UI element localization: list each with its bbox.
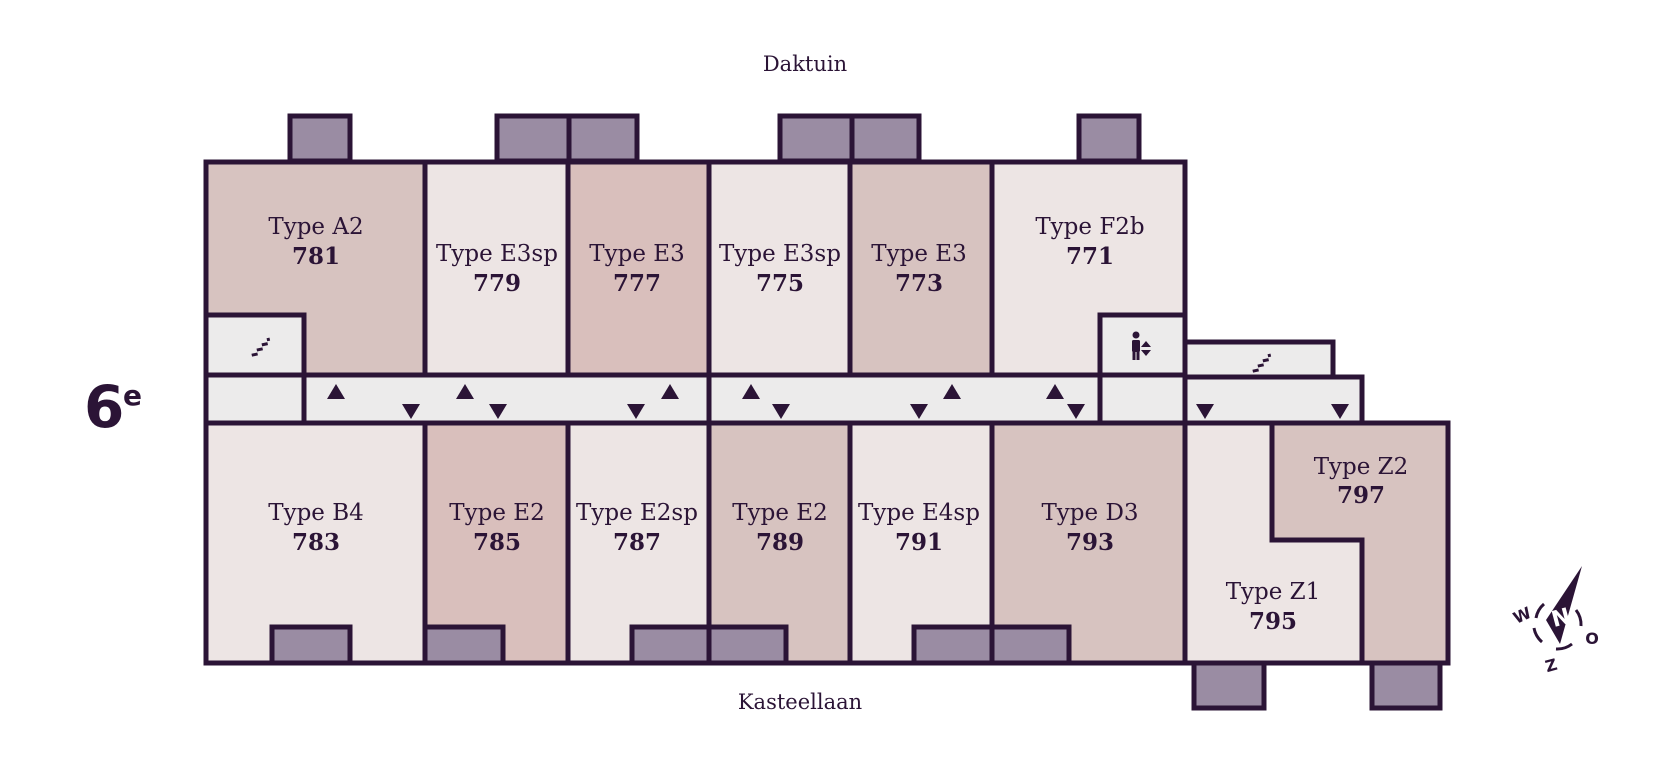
unit-type-label: Type E3	[871, 241, 966, 267]
balcony	[269, 624, 353, 666]
balcony	[989, 624, 1072, 666]
unit-number-label: 773	[895, 270, 943, 297]
floor-suffix: e	[123, 379, 142, 412]
unit-type-label: Type D3	[1041, 500, 1138, 526]
unit-number-label: 795	[1249, 608, 1297, 635]
balcony	[629, 624, 712, 666]
corridor-segment	[1097, 372, 1188, 426]
unit-783[interactable]	[203, 420, 428, 666]
unit-type-label: Type E3	[589, 241, 684, 267]
balcony	[706, 624, 789, 666]
balcony	[494, 113, 572, 164]
balcony	[911, 624, 995, 666]
unit-type-label: Type E2	[732, 500, 827, 526]
balcony	[1191, 657, 1267, 711]
unit-number-label: 785	[473, 529, 521, 556]
unit-775[interactable]	[706, 159, 853, 378]
unit-797[interactable]	[1269, 420, 1451, 666]
corridor	[706, 372, 1103, 426]
unit-number-label: 783	[292, 529, 340, 556]
elevator-room	[1097, 312, 1188, 378]
floor-number: 6	[84, 373, 124, 441]
unit-773[interactable]	[847, 159, 995, 378]
unit-type-label: Type F2b	[1035, 214, 1144, 240]
street-label-top: Daktuin	[763, 52, 847, 76]
balcony	[566, 113, 640, 164]
stairwell-west	[203, 312, 307, 378]
compass-west: W	[1510, 603, 1534, 628]
balcony	[1076, 113, 1142, 164]
unit-779[interactable]	[422, 159, 571, 378]
corridor-segment	[203, 372, 307, 426]
unit-type-label: Type E3sp	[436, 241, 558, 267]
unit-793[interactable]	[989, 420, 1188, 666]
stairs-icon	[1252, 353, 1272, 373]
unit-number-label: 789	[756, 529, 804, 556]
balcony	[422, 624, 506, 666]
unit-type-label: Type B4	[268, 500, 364, 526]
unit-type-label: Type Z1	[1226, 579, 1321, 605]
stairs-icon	[251, 337, 271, 357]
unit-number-label: 779	[473, 270, 521, 297]
balcony	[287, 113, 353, 164]
balcony	[777, 113, 855, 164]
unit-number-label: 787	[613, 529, 661, 556]
unit-type-label: Type E4sp	[858, 500, 980, 526]
unit-type-label: Type E3sp	[719, 241, 841, 267]
unit-777[interactable]	[565, 159, 712, 378]
unit-number-label: 777	[613, 270, 661, 297]
unit-type-label: Type Z2	[1314, 454, 1409, 480]
entrance-arrows-down	[402, 404, 1349, 419]
compass-east: O	[1585, 629, 1599, 648]
unit-type-label: Type E2sp	[576, 500, 698, 526]
balcony	[1369, 657, 1443, 711]
unit-type-label: Type A2	[268, 214, 363, 240]
entrance-arrows-up	[327, 384, 1064, 399]
corridor-segment	[1182, 374, 1365, 426]
unit-number-label: 775	[756, 270, 804, 297]
unit-number-label: 791	[895, 529, 943, 556]
corridor	[301, 372, 712, 426]
unit-type-label: Type E2	[449, 500, 544, 526]
compass-south: Z	[1543, 655, 1559, 676]
balcony	[849, 113, 922, 164]
unit-number-label: 781	[292, 243, 340, 270]
unit-number-label: 793	[1066, 529, 1114, 556]
stairwell-east	[1182, 339, 1336, 380]
compass-icon: N O Z W	[1510, 566, 1599, 676]
street-label-bottom: Kasteellaan	[738, 690, 862, 714]
elevator-icon	[1132, 331, 1151, 360]
unit-number-label: 771	[1066, 243, 1114, 270]
unit-number-label: 797	[1337, 482, 1385, 509]
